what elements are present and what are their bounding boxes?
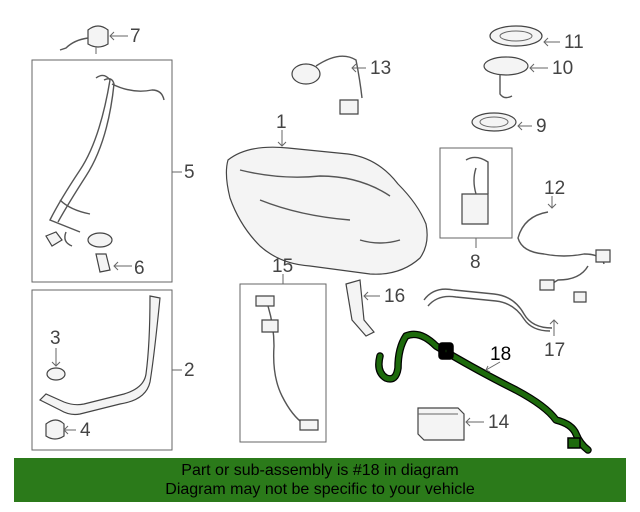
part-4-nut	[45, 419, 76, 440]
callout-3[interactable]: 3	[50, 328, 61, 349]
info-banner: Part or sub-assembly is #18 in diagram D…	[14, 458, 626, 502]
banner-line-2: Diagram may not be specific to your vehi…	[165, 481, 475, 498]
callout-16[interactable]: 16	[384, 286, 405, 307]
part-11-lock-ring	[489, 25, 560, 47]
callout-8[interactable]: 8	[470, 252, 481, 273]
callout-12[interactable]: 12	[544, 178, 565, 199]
callout-13[interactable]: 13	[370, 58, 391, 79]
part-18-highlighted-line[interactable]	[375, 330, 592, 454]
part-12-wiring-harness	[517, 196, 611, 291]
part-10-pump-flange	[483, 56, 548, 99]
banner-line-1: Part or sub-assembly is #18 in diagram	[181, 462, 459, 479]
callout-9[interactable]: 9	[536, 116, 547, 137]
part-1-fuel-tank	[225, 130, 428, 275]
part-15-hose	[255, 295, 319, 431]
part-16-bracket	[345, 279, 380, 337]
callout-4[interactable]: 4	[80, 420, 91, 441]
part-14-module	[417, 407, 484, 441]
callout-17[interactable]: 17	[544, 340, 565, 361]
callout-1[interactable]: 1	[276, 112, 287, 133]
part-5-filler-tube	[45, 74, 165, 247]
callout-7[interactable]: 7	[130, 26, 141, 47]
callout-11[interactable]: 11	[564, 32, 584, 53]
part-13-level-sensor	[291, 55, 366, 115]
part-17-vapor-line	[423, 288, 587, 336]
group-box-5	[31, 59, 173, 283]
callout-14[interactable]: 14	[488, 412, 510, 433]
callout-6[interactable]: 6	[134, 258, 145, 279]
callout-10[interactable]: 10	[552, 58, 573, 79]
callout-18[interactable]: 18	[490, 344, 511, 365]
part-2-tank-strap	[38, 295, 161, 416]
callout-15[interactable]: 15	[272, 256, 293, 277]
part-3-grommet	[46, 348, 66, 381]
part-8-fuel-pump	[461, 156, 489, 248]
part-6-clamp	[87, 232, 132, 273]
part-9-seal	[471, 112, 532, 132]
callout-5[interactable]: 5	[184, 162, 195, 183]
callout-2[interactable]: 2	[184, 360, 195, 381]
part-7-sender	[59, 25, 128, 54]
group-box-15	[239, 283, 327, 443]
